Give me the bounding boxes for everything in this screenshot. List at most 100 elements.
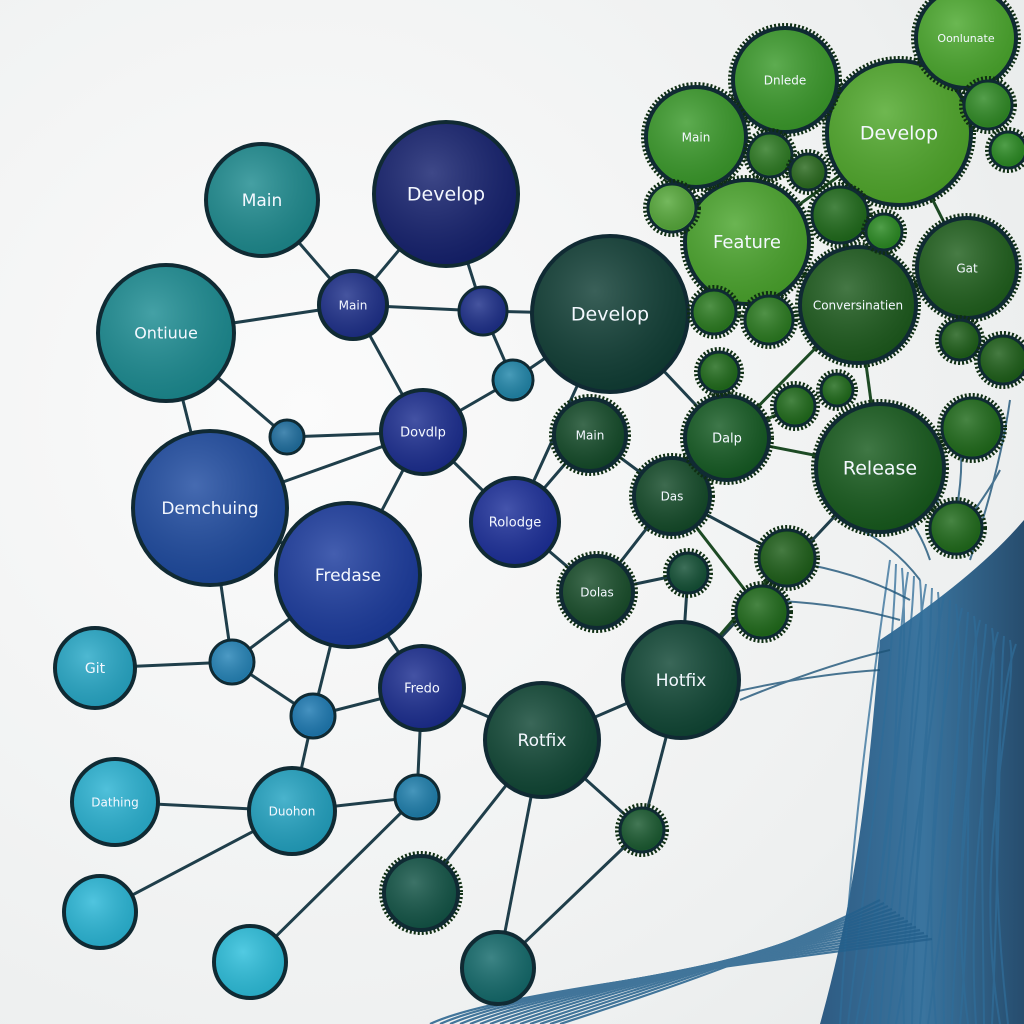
diagram-node-n43: [687, 285, 741, 339]
node-gear-rim: [754, 525, 820, 591]
node-label: Dathing: [91, 796, 138, 810]
node-label: Fredo: [404, 682, 440, 697]
diagram-node-n10: Demchuing: [131, 429, 289, 587]
node-shine: [777, 388, 813, 424]
trunk-strand: [839, 559, 891, 1024]
diagram-node-n6: Develop: [530, 234, 690, 394]
node-shine: [464, 934, 532, 1002]
node-label: Feature: [713, 232, 781, 253]
node-shine: [829, 63, 969, 203]
diagram-node-n34: Gat: [912, 213, 1022, 323]
node-shine: [738, 588, 786, 636]
node-label: Das: [661, 490, 684, 504]
diagram-node-n39: Oonlunate: [911, 0, 1021, 93]
trunk-strand: [995, 643, 1017, 1024]
node-label: Conversinatien: [813, 299, 903, 313]
node-shine: [66, 878, 134, 946]
diagram-node-n40: [743, 128, 797, 182]
node-shine: [687, 398, 767, 478]
node-gear-rim: [556, 551, 638, 633]
node-label: Main: [339, 299, 368, 313]
node-label: Dnlede: [764, 74, 807, 88]
node-gear-rim: [641, 82, 751, 192]
node-shine: [278, 505, 418, 645]
node-label: Develop: [407, 184, 485, 206]
node-shine: [802, 249, 914, 361]
diagram-node-n35: Feature: [680, 175, 814, 309]
node-label: Main: [576, 429, 605, 443]
diagram-node-n16: [663, 548, 713, 598]
trunk-strand: [959, 623, 987, 1024]
node-gear-rim: [694, 347, 744, 397]
node-shine: [868, 216, 900, 248]
node-label: Dalp: [712, 432, 742, 447]
node-gear-rim: [663, 548, 713, 598]
diagram-node-n42: [959, 76, 1017, 134]
node-gear-rim: [740, 291, 798, 349]
node-gear-rim: [728, 23, 842, 137]
node-label: Duohon: [269, 805, 316, 819]
diagram-node-n7: [268, 418, 306, 456]
node-gear-rim: [816, 369, 858, 411]
node-shine: [687, 182, 807, 302]
node-label: Fredase: [315, 566, 381, 586]
diagram-node-n38: Main: [641, 82, 751, 192]
diagram-node-n48: [974, 331, 1024, 389]
node-shine: [622, 810, 662, 850]
node-shine: [650, 186, 694, 230]
node-shine: [495, 362, 531, 398]
diagram-node-n3: Ontiuue: [96, 263, 236, 403]
node-shine: [208, 146, 316, 254]
trunk-strand: [847, 563, 897, 1024]
node-shine: [100, 267, 232, 399]
diagram-node-n25: [393, 773, 441, 821]
node-gear-rim: [680, 391, 774, 485]
node-shine: [792, 156, 824, 188]
node-shine: [701, 354, 737, 390]
trunk-strand: [959, 619, 981, 1024]
diagram-node-n19: Fredo: [378, 644, 466, 732]
node-shine: [942, 322, 978, 358]
node-shine: [216, 928, 284, 996]
node-gear-rim: [861, 209, 907, 255]
trunk-strand: [942, 611, 969, 1024]
trunk-strand: [863, 571, 909, 1024]
diagram-node-n27: [62, 874, 138, 950]
node-shine: [293, 696, 333, 736]
node-shine: [382, 648, 462, 728]
node-gear-rim: [822, 56, 976, 210]
node-shine: [750, 135, 790, 175]
trunk-strand: [919, 599, 951, 1024]
diagram-node-n14: Das: [629, 453, 715, 539]
node-label: Develop: [571, 304, 649, 326]
diagram-node-n9: Dovdlp: [379, 388, 467, 476]
node-label: Gat: [956, 262, 978, 276]
node-gear-rim: [959, 76, 1017, 134]
node-shine: [992, 134, 1024, 166]
edge-n25-n28: [248, 795, 419, 964]
trunk-strand: [927, 603, 961, 1024]
node-shine: [376, 124, 516, 264]
node-shine: [919, 220, 1015, 316]
node-shine: [135, 433, 285, 583]
node-shine: [670, 555, 706, 591]
diagram-node-n53: [937, 393, 1007, 463]
diagram-node-n11: Fredase: [274, 501, 422, 649]
diagram-node-n41: [785, 149, 831, 195]
node-gear-rim: [687, 285, 741, 339]
diagram-node-n29: [379, 851, 463, 935]
diagram-node-n44: [740, 291, 798, 349]
diagram-node-n4: Main: [317, 269, 389, 341]
node-gear-rim: [785, 149, 831, 195]
node-gear-rim: [629, 453, 715, 539]
node-label: Develop: [860, 123, 938, 145]
tree-trunk-illustration: [429, 399, 1024, 1024]
node-label: Dovdlp: [400, 426, 446, 441]
diagram-node-n45: [807, 182, 873, 248]
diagram-node-n51: [770, 381, 820, 431]
node-shine: [74, 761, 156, 843]
diagram-node-n26: [615, 803, 669, 857]
node-gear-rim: [795, 242, 921, 368]
node-gear-rim: [937, 393, 1007, 463]
